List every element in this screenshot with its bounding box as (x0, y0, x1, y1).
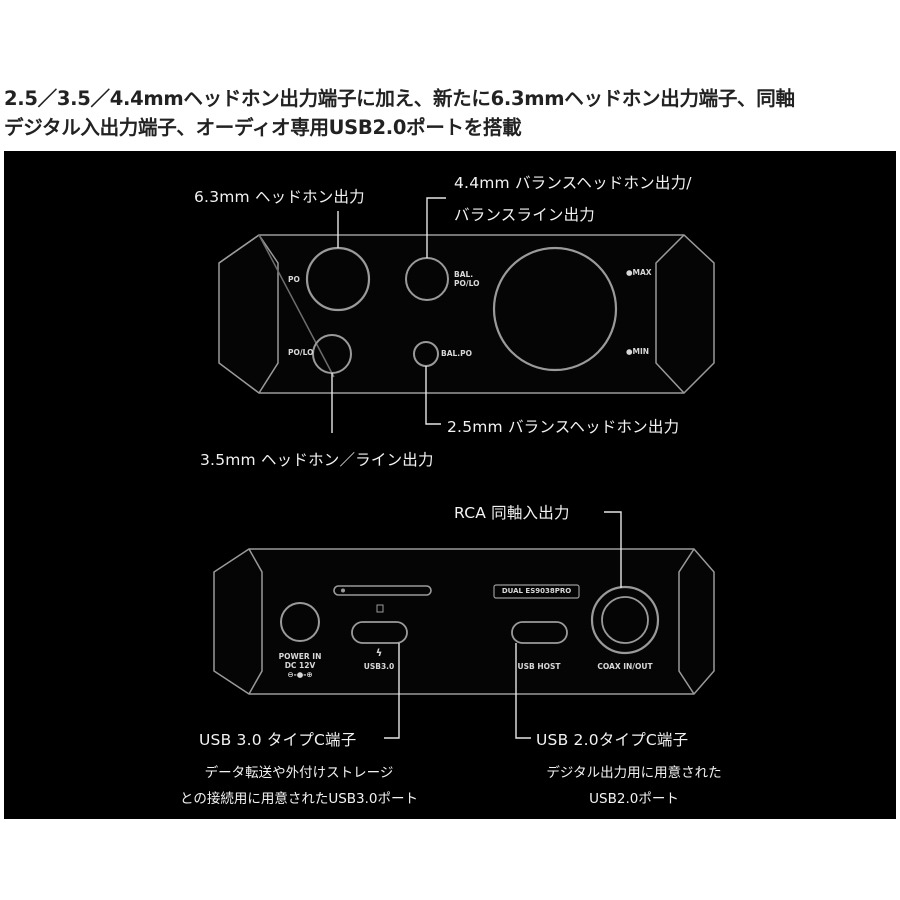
usb3-port-outline (351, 621, 408, 644)
headline-line-2: デジタル入出力端子、オーディオ専用USB2.0ポートを搭載 (4, 116, 522, 139)
rear-device (213, 548, 715, 695)
label-usb3-type-c: USB 3.0 タイプC端子 (199, 731, 357, 749)
usb3-description-line-2: との接続用に用意されたUSB3.0ポート (179, 791, 419, 807)
front-device (218, 234, 715, 394)
front-right-bevel (655, 234, 685, 394)
front-left-bevel (258, 234, 279, 394)
power-in-port (280, 602, 320, 642)
marking-po-lo: PO/LO (288, 348, 314, 357)
marking-bal-po: BAL.PO (441, 349, 473, 358)
marking-power-in: POWER IN DC 12V ⊖-●-⊕ (278, 652, 322, 679)
label-4-4mm-output-line-2: バランスライン出力 (454, 206, 595, 224)
label-6-3mm-output: 6.3mm ヘッドホン出力 (194, 188, 365, 206)
volume-knob (492, 246, 618, 372)
label-3-5mm-output: 3.5mm ヘッドホン／ライン出力 (200, 451, 434, 469)
front-body-outline (218, 234, 715, 394)
front-leader-lines (331, 197, 446, 433)
marking-usb3: USB3.0 (363, 662, 395, 671)
sd-card-slot (333, 585, 432, 596)
marking-po: PO (288, 275, 300, 284)
coax-port-inner (601, 596, 649, 644)
product-diagram-panel: 6.3mm ヘッドホン出力 4.4mm バランスヘッドホン出力/ バランスライン… (4, 151, 896, 819)
marking-coax-in-out: COAX IN/OUT (597, 662, 653, 671)
marking-dual-es9038pro: DUAL ES9038PRO (501, 587, 572, 595)
headline-line-1: 2.5／3.5／4.4mmヘッドホン出力端子に加え、新たに6.3mmヘッドホン出… (4, 87, 795, 110)
front-left-edge (218, 234, 260, 264)
rear-right-bevel (678, 548, 695, 695)
usb2-description-line-2: USB2.0ポート (589, 791, 679, 807)
rear-left-bevel (248, 548, 263, 695)
label-2-5mm-output: 2.5mm バランスヘッドホン出力 (447, 418, 680, 436)
label-rca-coaxial: RCA 同軸入出力 (454, 504, 570, 522)
device-illustration (213, 197, 715, 739)
marking-bal-po-lo: BAL. PO/LO (454, 270, 480, 288)
label-4-4mm-output-line-1: 4.4mm バランスヘッドホン出力/ (454, 174, 692, 192)
dual-chip-badge (493, 584, 580, 599)
marking-min: ●MIN (626, 347, 650, 356)
usb3-bolt-icon: ϟ (375, 648, 383, 659)
rear-leader-lines (384, 511, 622, 739)
usb3-description-line-1: データ転送や外付けストレージ (204, 765, 394, 781)
usb2-description-line-1: デジタル出力用に用意された (546, 765, 722, 781)
usb-host-port-outline (511, 621, 568, 644)
marking-max: ●MAX (626, 268, 652, 277)
marking-usb-host: USB HOST (517, 662, 561, 671)
headline: 2.5／3.5／4.4mmヘッドホン出力端子に加え、新たに6.3mmヘッドホン出… (4, 84, 896, 142)
coax-port-outer (590, 585, 660, 655)
label-usb2-type-c: USB 2.0タイプC端子 (536, 731, 689, 749)
